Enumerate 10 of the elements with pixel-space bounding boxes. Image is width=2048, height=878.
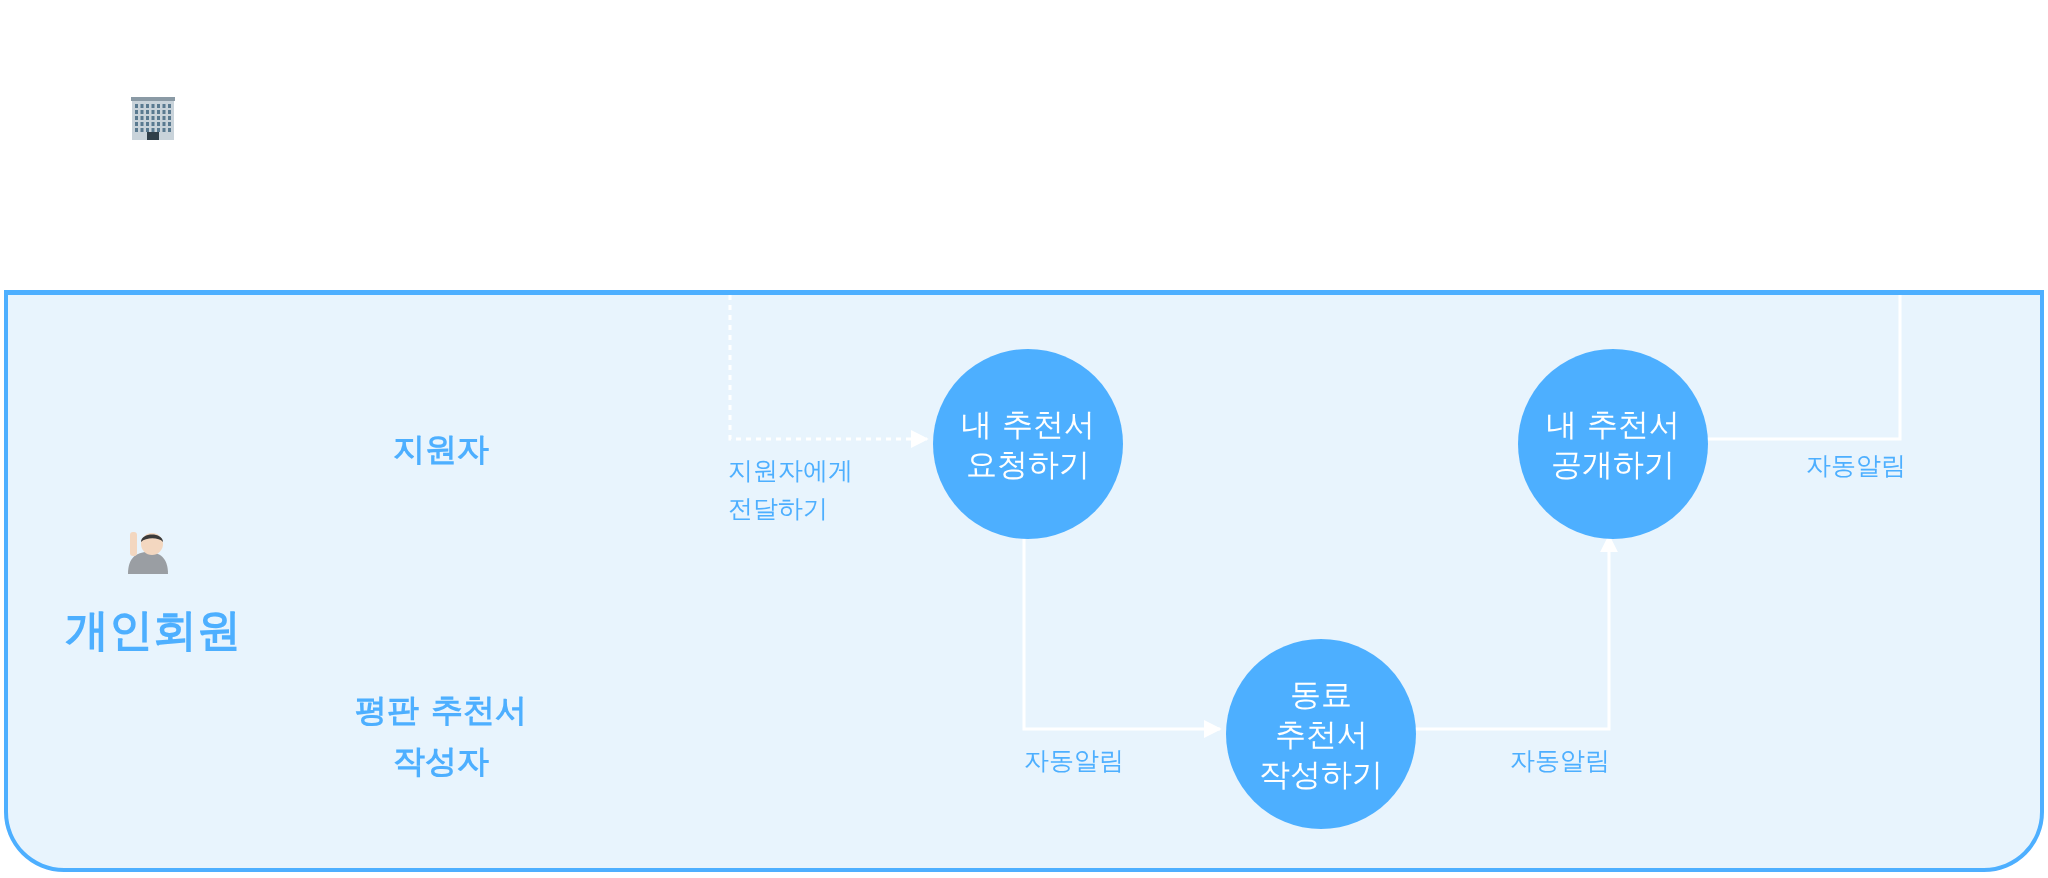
lane-title: 개인회원 — [64, 603, 242, 657]
arrow — [1022, 536, 1222, 738]
lane-title: 지원자 — [392, 429, 490, 470]
connector-line — [1706, 295, 1902, 441]
swimlane — [4, 290, 2044, 872]
arrow — [728, 295, 929, 448]
lane-title: 평판 추천서 작성자 — [354, 690, 528, 783]
process-circle: 동료 추천서 작성하기 — [1226, 639, 1416, 829]
process-circle: 내 추천서 공개하기 — [1518, 349, 1708, 539]
process-circle: 내 추천서 요청하기 — [933, 349, 1123, 539]
